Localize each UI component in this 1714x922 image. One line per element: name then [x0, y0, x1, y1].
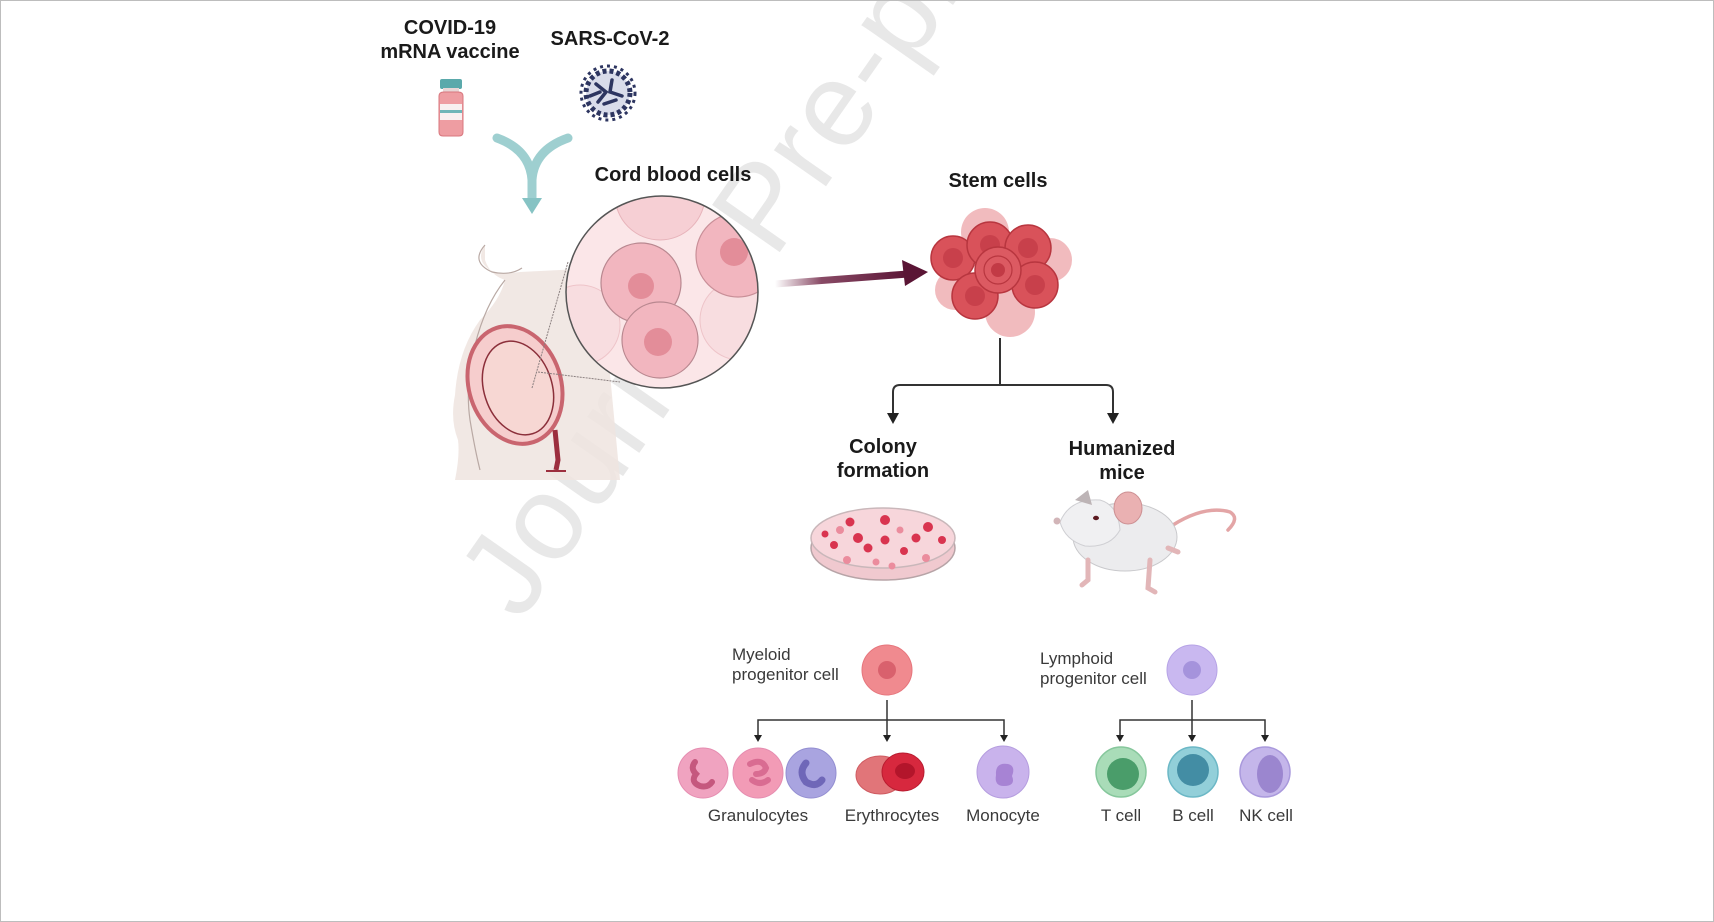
colony-formation-label: Colony formation	[813, 435, 953, 483]
stem-branch-connector	[892, 338, 1114, 415]
cord-blood-label: Cord blood cells	[594, 164, 752, 186]
t-cell	[1095, 746, 1147, 798]
b-cell	[1167, 746, 1219, 798]
magnifier-lines	[531, 261, 621, 389]
vaccine-label-line1: COVID-19	[403, 17, 497, 39]
petri-dish-icon	[810, 507, 956, 581]
monocyte-label: Monocyte	[966, 806, 1040, 825]
converging-arrow-icon	[492, 133, 573, 214]
b-cell-label: B cell	[1172, 806, 1214, 825]
lymphoid-progenitor-label: Lymphoid progenitor cell	[1040, 649, 1147, 689]
colony-label-line2: formation	[836, 460, 930, 482]
myeloid-arrowheads	[754, 735, 1008, 742]
lymphoid-progenitor-cell	[1166, 644, 1218, 696]
myeloid-label-line2: progenitor cell	[732, 665, 839, 684]
vaccine-vial-icon	[438, 79, 464, 137]
t-cell-label: T cell	[1100, 806, 1142, 825]
monocyte-cell	[976, 745, 1030, 799]
arrow-to-colony-icon	[887, 413, 899, 424]
humanized-mice-label: Humanized mice	[1042, 437, 1202, 485]
arrow-to-mice-icon	[1107, 413, 1119, 424]
granulocytes-label: Granulocytes	[707, 806, 809, 825]
myeloid-branch-connector	[757, 700, 1005, 736]
mice-label-line1: Humanized	[1068, 438, 1176, 460]
lymphoid-arrowheads	[1116, 735, 1269, 742]
cord-blood-magnifier	[565, 195, 759, 389]
colony-label-line1: Colony	[849, 436, 917, 458]
myeloid-label-line1: Myeloid	[732, 645, 791, 664]
vaccine-label: COVID-19 mRNA vaccine	[370, 16, 530, 64]
lymphoid-label-line1: Lymphoid	[1040, 649, 1114, 668]
granulocyte-cells	[677, 747, 837, 799]
myeloid-progenitor-cell	[861, 644, 913, 696]
lymphoid-label-line2: progenitor cell	[1040, 669, 1147, 688]
virus-label: SARS-CoV-2	[550, 28, 670, 50]
lymphoid-branch-connector	[1119, 700, 1266, 736]
stem-cells-label: Stem cells	[948, 170, 1048, 192]
nk-cell	[1239, 746, 1291, 798]
stem-cells-cluster	[930, 208, 1072, 337]
erythrocytes-label: Erythrocytes	[844, 806, 940, 825]
vaccine-label-line2: mRNA vaccine	[380, 41, 520, 63]
mice-label-line2: mice	[1099, 462, 1145, 484]
humanized-mouse-icon	[1053, 490, 1237, 595]
nk-cell-label: NK cell	[1239, 806, 1293, 825]
erythrocyte-cells	[855, 752, 925, 795]
myeloid-progenitor-label: Myeloid progenitor cell	[732, 645, 839, 685]
sars-cov-2-virus-icon	[579, 64, 637, 122]
transfer-arrow-icon	[774, 260, 928, 288]
